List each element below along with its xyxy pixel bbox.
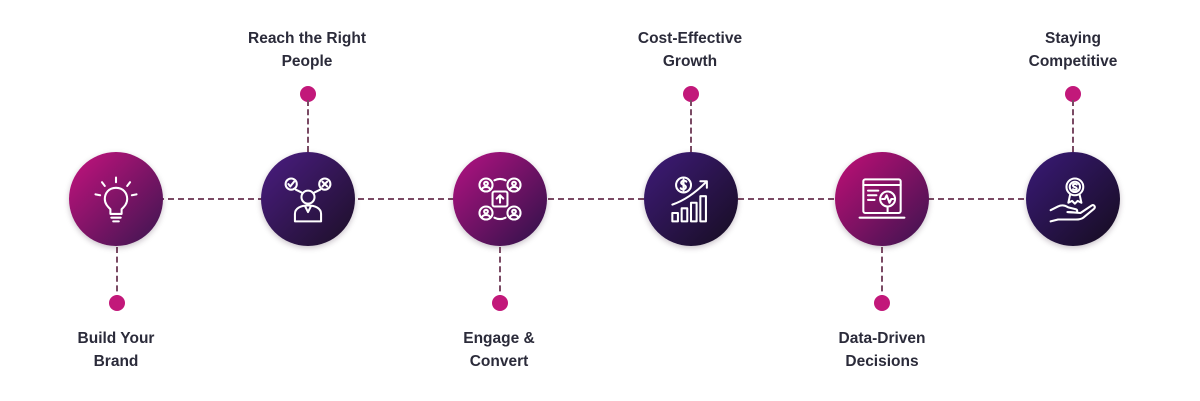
step-label-line2: People — [281, 53, 333, 70]
step-circle-reach-the-right-people — [261, 152, 355, 246]
step-circle-engage-and-convert — [453, 152, 547, 246]
step-label: Build Your Brand — [26, 327, 206, 373]
step-label-line1: Data-Driven — [838, 330, 926, 347]
step-dot — [492, 295, 508, 311]
step-label: Reach the Right People — [217, 27, 397, 73]
step-circle-build-your-brand — [69, 152, 163, 246]
step-dot — [1065, 86, 1081, 102]
step-circle-data-driven-decisions — [835, 152, 929, 246]
step-label: Data-Driven Decisions — [792, 327, 972, 373]
timeline-connector — [118, 198, 1074, 200]
step-label-line1: Engage & — [463, 330, 535, 347]
step-label: Cost-Effective Growth — [600, 27, 780, 73]
step-connector — [116, 247, 118, 301]
step-connector — [1072, 100, 1074, 152]
step-dot — [109, 295, 125, 311]
analytics-report-icon — [858, 178, 906, 219]
step-circle-staying-competitive — [1026, 152, 1120, 246]
step-dot — [874, 295, 890, 311]
step-connector — [690, 100, 692, 152]
step-label-line2: Decisions — [845, 353, 919, 370]
step-connector — [499, 247, 501, 301]
lightbulb-icon — [94, 176, 138, 223]
target-audience-person-icon — [284, 177, 332, 223]
step-dot — [300, 86, 316, 102]
step-label: Staying Competitive — [983, 27, 1163, 73]
engagement-network-icon — [478, 177, 522, 221]
step-label-line1: Staying — [1045, 30, 1101, 47]
step-circle-cost-effective-growth — [644, 152, 738, 246]
growth-chart-icon — [671, 176, 708, 223]
award-hand-icon — [1049, 177, 1096, 223]
step-label-line2: Growth — [662, 53, 718, 70]
step-dot — [683, 86, 699, 102]
step-label-line2: Convert — [469, 353, 529, 370]
step-label: Engage & Convert — [409, 327, 589, 373]
step-label-line2: Brand — [93, 353, 139, 370]
step-label-line1: Reach the Right — [248, 30, 366, 47]
step-connector — [307, 100, 309, 152]
step-connector — [881, 247, 883, 301]
step-label-line1: Build Your — [77, 330, 155, 347]
step-label-line2: Competitive — [1028, 53, 1118, 70]
step-label-line1: Cost-Effective — [637, 30, 743, 47]
